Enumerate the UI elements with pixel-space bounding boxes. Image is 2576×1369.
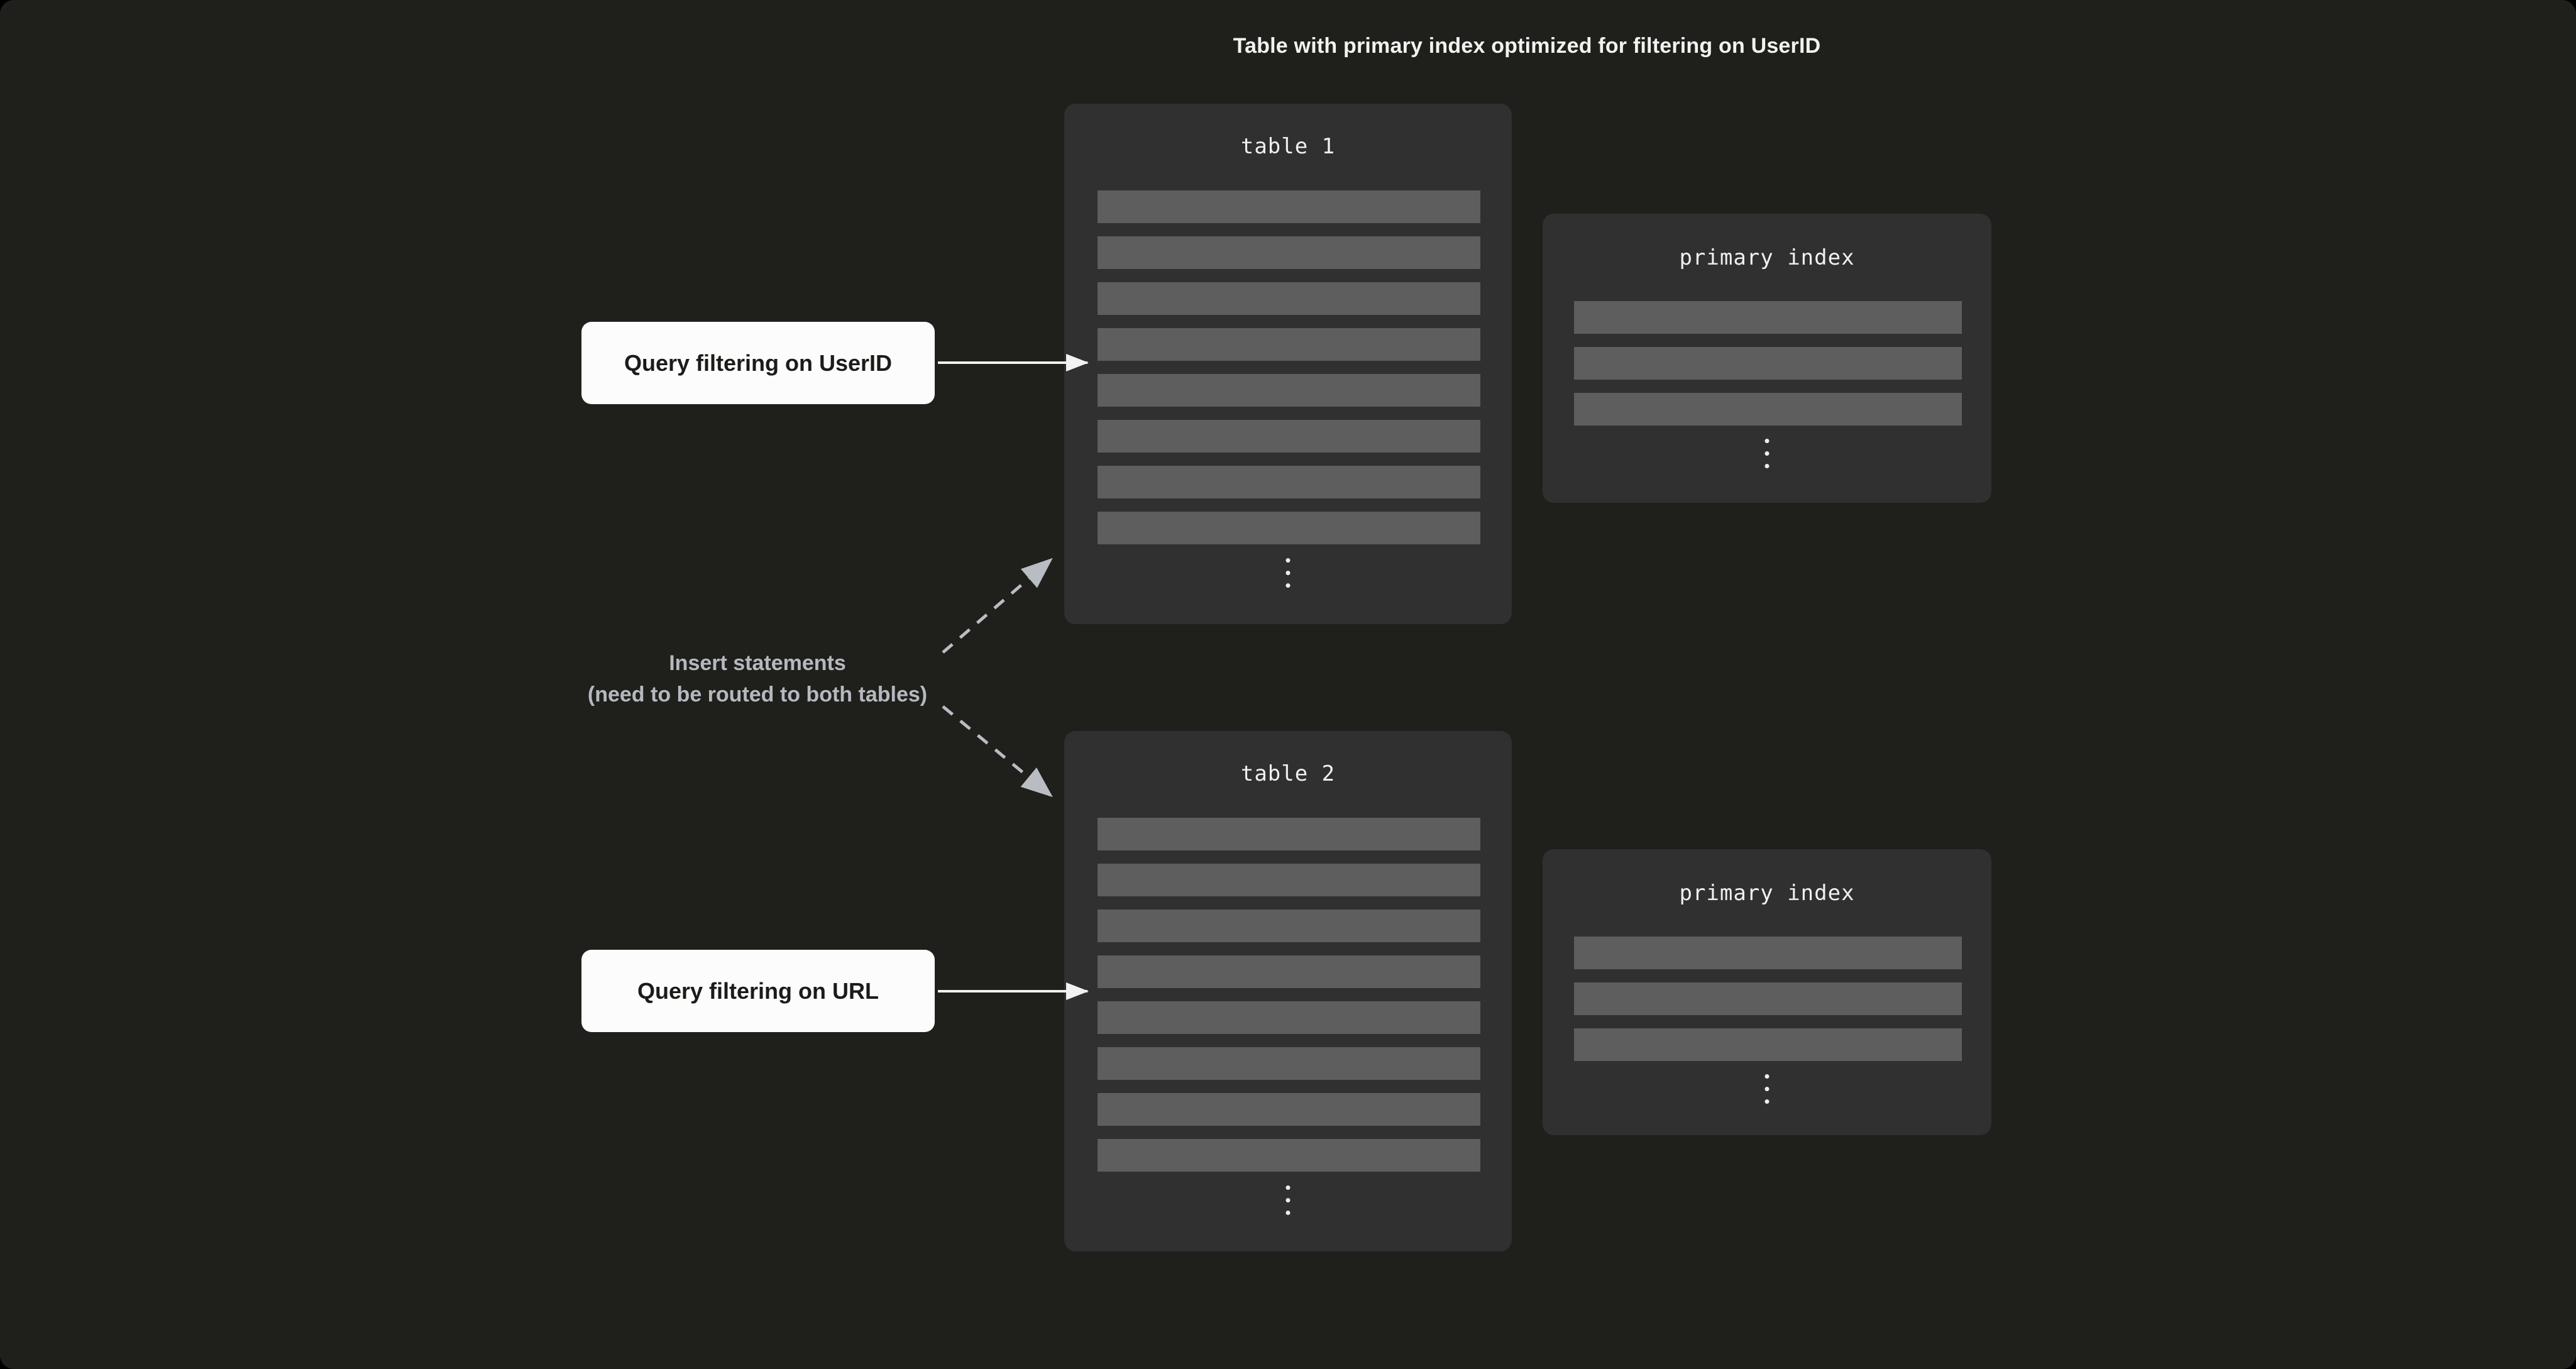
table-row	[1098, 420, 1480, 453]
insert-statements-line1: Insert statements	[669, 651, 846, 675]
table-row	[1098, 955, 1480, 988]
table-row	[1098, 1139, 1480, 1172]
primary-index2-rows	[1574, 937, 1962, 1061]
vertical-ellipsis-icon	[1285, 558, 1291, 588]
table2-card: table 2	[1064, 731, 1512, 1251]
dashed-arrow-insert-to-table2	[942, 705, 1053, 798]
insert-statements-label: Insert statements (need to be routed to …	[588, 647, 927, 710]
query-userid-label: Query filtering on UserID	[581, 322, 935, 404]
table-row	[1098, 374, 1480, 407]
table2-rows	[1098, 818, 1480, 1172]
primary-index2-card: primary index	[1543, 849, 1991, 1135]
table-row	[1574, 1028, 1962, 1061]
table-row	[1574, 393, 1962, 426]
query-url-label: Query filtering on URL	[581, 950, 935, 1032]
table-row	[1098, 282, 1480, 315]
insert-statements-line2: (need to be routed to both tables)	[587, 683, 928, 706]
table-row	[1098, 910, 1480, 942]
table-row	[1574, 347, 1962, 380]
table1-title: table 1	[1240, 134, 1336, 159]
table-row	[1574, 301, 1962, 334]
vertical-ellipsis-icon	[1285, 1185, 1291, 1215]
vertical-ellipsis-icon	[1764, 439, 1770, 468]
table-row	[1098, 1047, 1480, 1080]
vertical-ellipsis-icon	[1764, 1074, 1770, 1104]
table-row	[1574, 937, 1962, 969]
primary-index2-title: primary index	[1679, 881, 1855, 906]
primary-index1-rows	[1574, 301, 1962, 426]
table-row	[1098, 1001, 1480, 1034]
caption-top: Table with primary index optimized for f…	[1233, 34, 1821, 58]
dashed-arrow-insert-to-table1	[942, 558, 1053, 654]
table-row	[1098, 1093, 1480, 1126]
table-row	[1098, 512, 1480, 544]
table-row	[1098, 466, 1480, 498]
table-row	[1098, 328, 1480, 361]
primary-index1-title: primary index	[1679, 245, 1855, 270]
table2-title: table 2	[1240, 761, 1336, 786]
table-row	[1098, 864, 1480, 896]
table1-card: table 1	[1064, 104, 1512, 624]
table-row	[1098, 190, 1480, 223]
table-row	[1098, 818, 1480, 850]
table1-rows	[1098, 190, 1480, 544]
table-row	[1574, 982, 1962, 1015]
primary-index1-card: primary index	[1543, 214, 1991, 503]
table-row	[1098, 236, 1480, 269]
